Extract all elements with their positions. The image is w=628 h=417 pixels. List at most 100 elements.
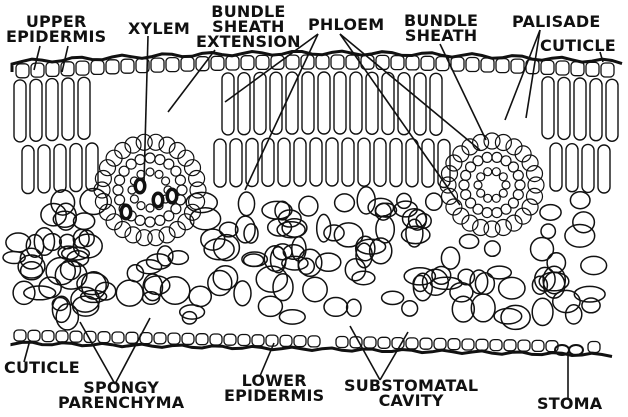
palisade-cell [550,143,562,191]
bundle-sheath-cell [125,227,141,243]
spongy-cell [382,291,404,304]
spongy-cell [582,298,600,313]
label-cuticle-bottom-text: CUTICLE [4,360,80,375]
spongy-cell [190,208,221,230]
spongy-cell [208,271,232,296]
leader-line [115,318,150,384]
leader-line [526,30,540,118]
vascular-cell [492,152,502,162]
leader-line [80,322,115,384]
label-xylem: XYLEM [128,21,190,36]
label-cuticle-top-text: CUTICLE [540,38,616,53]
spongy-cell [189,286,211,306]
vascular-cell [130,195,138,203]
palisade-cell [230,139,242,187]
lower-epidermal-cell [112,332,124,343]
spongy-cell [547,253,565,273]
vascular-cell [484,168,492,176]
epidermal-cell [31,63,44,77]
spongy-cell [345,259,365,281]
xylem-lumen [169,191,175,201]
lower-epidermal-cell [294,336,306,347]
epidermal-cell [496,59,509,73]
epidermal-cell [511,59,524,73]
label-spongy-parenchyma: SPONGY PARENCHYMA [58,380,184,410]
epidermal-cell [121,59,134,73]
label-lower-epidermis-line-2: EPIDERMIS [224,388,324,403]
palisade-cell [38,145,50,193]
lower-epidermal-cell [532,340,544,351]
epidermal-cell [166,58,179,72]
cuticle-bottom-layer [12,342,612,356]
vascular-cell [177,185,187,195]
label-stoma-text: STOMA [537,396,602,411]
leader-line [350,326,380,380]
bundle-sheath-cell [527,188,543,204]
spongy-cell [441,247,459,269]
spongy-cell [402,301,418,316]
spongy-cell [574,286,605,302]
vascular-cell [501,204,511,214]
vascular-cell [492,208,502,218]
spongy-cell [581,256,607,274]
palisade-cell [22,146,34,194]
spongy-cell [460,234,479,248]
vascular-cell [513,170,523,180]
xylem-vessels [120,178,178,220]
lower-epidermal-cell [378,337,390,348]
lower-epidermal-cell [518,340,530,351]
spongy-cell [334,223,363,247]
spongy-cell [540,205,561,221]
spongy-cell [499,277,525,299]
vascular-cell [146,168,154,176]
label-bundle-sheath-line-2: SHEATH [404,28,478,43]
spongy-cell [488,266,512,279]
spongy-cell [494,309,522,324]
palisade-cell [294,138,306,186]
spongy-cell [347,299,361,316]
lower-epidermal-cell [56,331,68,342]
vascular-cell [499,189,507,197]
spongy-cell [413,276,427,292]
spongy-cell [335,194,355,212]
palisade-cell [590,79,602,141]
palisade-cell [558,77,570,139]
palisade-cell [310,138,322,186]
epidermal-cell [331,55,344,69]
palisade-cell [430,73,442,135]
spongy-cell [324,298,348,317]
vascular-cell [115,195,125,205]
epidermal-cell [76,61,89,75]
epidermal-cell [601,63,614,77]
bundle-sheath-cell [473,220,489,236]
spongy-cell [426,193,442,210]
xylem-lumen [123,207,129,217]
vascular-cell [175,175,185,185]
spongy-cell [143,274,162,301]
vascular-cell [473,156,483,166]
spongy-cell [570,192,590,209]
lower-epidermal-cell [448,339,460,350]
epidermal-cell [16,64,29,78]
palisade-cell [238,73,250,135]
cuticle-bottom-line [12,342,612,356]
label-substomatal-cavity-line-2: CAVITY [344,393,478,408]
spongy-cell [213,266,237,290]
epidermal-cell [256,55,269,69]
bundle-sheath-cell [159,227,175,243]
spongy-cell [532,298,553,325]
palisade-cell [390,139,402,187]
vascular-cell [145,217,155,227]
vascular-cell [477,173,485,181]
lower-epidermal-cell [238,335,250,346]
spongy-cell [21,262,43,280]
label-bundle-sheath-extension: BUNDLE SHEATH EXTENSION [196,4,301,49]
bundle-sheath-cell [484,221,500,237]
epidermal-cell [466,58,479,72]
label-upper-epidermis: UPPER EPIDERMIS [6,14,106,44]
vascular-cell [135,155,145,165]
epidermal-cell [571,62,584,76]
bundle-sheath-cell [148,134,164,150]
spongy-cell [317,214,331,242]
